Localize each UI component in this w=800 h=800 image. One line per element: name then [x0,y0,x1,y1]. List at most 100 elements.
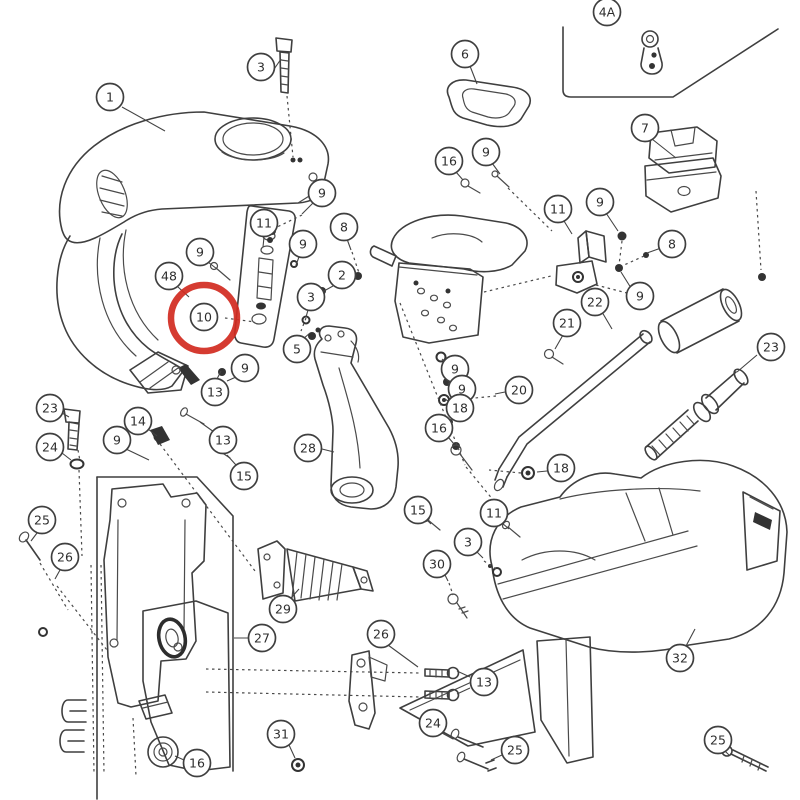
svg-text:11: 11 [256,216,272,231]
svg-text:9: 9 [113,433,121,448]
svg-text:24: 24 [425,716,441,731]
part-sleeve-23 [657,288,743,354]
part-shaft-23 [644,368,749,461]
svg-text:20: 20 [511,383,527,398]
svg-text:10: 10 [196,310,212,325]
callout-14: 14 [123,406,153,436]
callout-21: 21 [552,308,582,338]
callout-16: 16 [182,748,212,778]
svg-text:9: 9 [451,362,459,377]
part-footrest-29 [257,540,374,602]
callout-22: 22 [580,287,610,317]
part-gasket-6 [446,79,531,128]
svg-text:8: 8 [340,220,348,235]
svg-text:3: 3 [464,535,472,550]
callout-16: 16 [424,413,454,443]
part-clamp-2 [555,230,607,294]
svg-text:15: 15 [410,503,426,518]
callout-9: 9 [471,137,501,167]
callout-5: 5 [282,334,312,364]
callout-48: 48 [154,261,184,291]
svg-text:25: 25 [34,513,50,528]
svg-text:9: 9 [299,237,307,252]
svg-text:9: 9 [196,245,204,260]
svg-text:7: 7 [641,121,649,136]
callout-8: 8 [329,212,359,242]
svg-text:26: 26 [373,627,389,642]
callout-25: 25 [703,725,733,755]
svg-text:25: 25 [507,743,523,758]
callout-6: 6 [450,39,480,69]
callout-3: 3 [246,52,276,82]
svg-text:9: 9 [482,145,490,160]
callout-30: 30 [422,549,452,579]
callout-25: 25 [500,735,530,765]
svg-text:11: 11 [486,506,502,521]
svg-text:26: 26 [57,550,73,565]
inset-box-4a [562,26,779,98]
callout-9: 9 [585,187,615,217]
callout-16: 16 [434,146,464,176]
callout-10: 10 [189,302,219,332]
callout-18: 18 [445,393,475,423]
svg-text:21: 21 [559,316,575,331]
callout-2: 2 [327,260,357,290]
svg-text:13: 13 [207,385,223,400]
callout-32: 32 [665,643,695,673]
svg-text:48: 48 [161,269,177,284]
callout-28: 28 [293,433,323,463]
svg-text:9: 9 [241,361,249,376]
svg-text:13: 13 [476,675,492,690]
svg-text:11: 11 [550,202,566,217]
svg-text:28: 28 [300,441,316,456]
callout-9: 9 [307,178,337,208]
callout-25: 25 [27,505,57,535]
callout-24: 24 [418,708,448,738]
svg-text:25: 25 [710,733,726,748]
svg-text:27: 27 [254,631,270,646]
svg-text:22: 22 [587,295,603,310]
callout-4A: 4A [592,0,622,27]
callout-13: 13 [208,425,238,455]
svg-text:30: 30 [429,557,445,572]
svg-text:18: 18 [452,401,468,416]
svg-text:32: 32 [672,651,688,666]
callout-3: 3 [453,527,483,557]
callout-9: 9 [625,281,655,311]
callout-11: 11 [249,208,279,238]
callout-26: 26 [366,619,396,649]
callout-27: 27 [247,623,277,653]
svg-text:13: 13 [215,433,231,448]
svg-text:6: 6 [461,47,469,62]
callout-8: 8 [657,229,687,259]
part-swivel-arm-28 [313,325,399,510]
svg-text:1: 1 [106,90,114,105]
part-handle-tube-22 [493,329,653,492]
svg-text:16: 16 [441,154,457,169]
callout-23: 23 [35,393,65,423]
part-lower-cowl-32 [399,459,788,764]
svg-text:9: 9 [596,195,604,210]
callout-13: 13 [200,377,230,407]
svg-text:29: 29 [275,602,291,617]
svg-text:31: 31 [273,727,289,742]
part-damper-plate-11 [233,204,297,348]
svg-text:24: 24 [42,440,58,455]
callout-26: 26 [50,542,80,572]
callout-23: 23 [756,332,786,362]
bolt-part-3-top [275,37,293,94]
callout-24: 24 [35,432,65,462]
svg-text:5: 5 [293,342,301,357]
svg-text:23: 23 [763,340,779,355]
callout-11: 11 [479,498,509,528]
highlight-ring-part-10 [167,281,241,355]
svg-text:9: 9 [318,186,326,201]
part-bracket-strip-31 [348,650,388,730]
svg-text:9: 9 [636,289,644,304]
callout-18: 18 [546,453,576,483]
part-clamp-7 [644,126,722,213]
callout-29: 29 [268,594,298,624]
callout-9: 9 [185,237,215,267]
svg-text:16: 16 [431,421,447,436]
